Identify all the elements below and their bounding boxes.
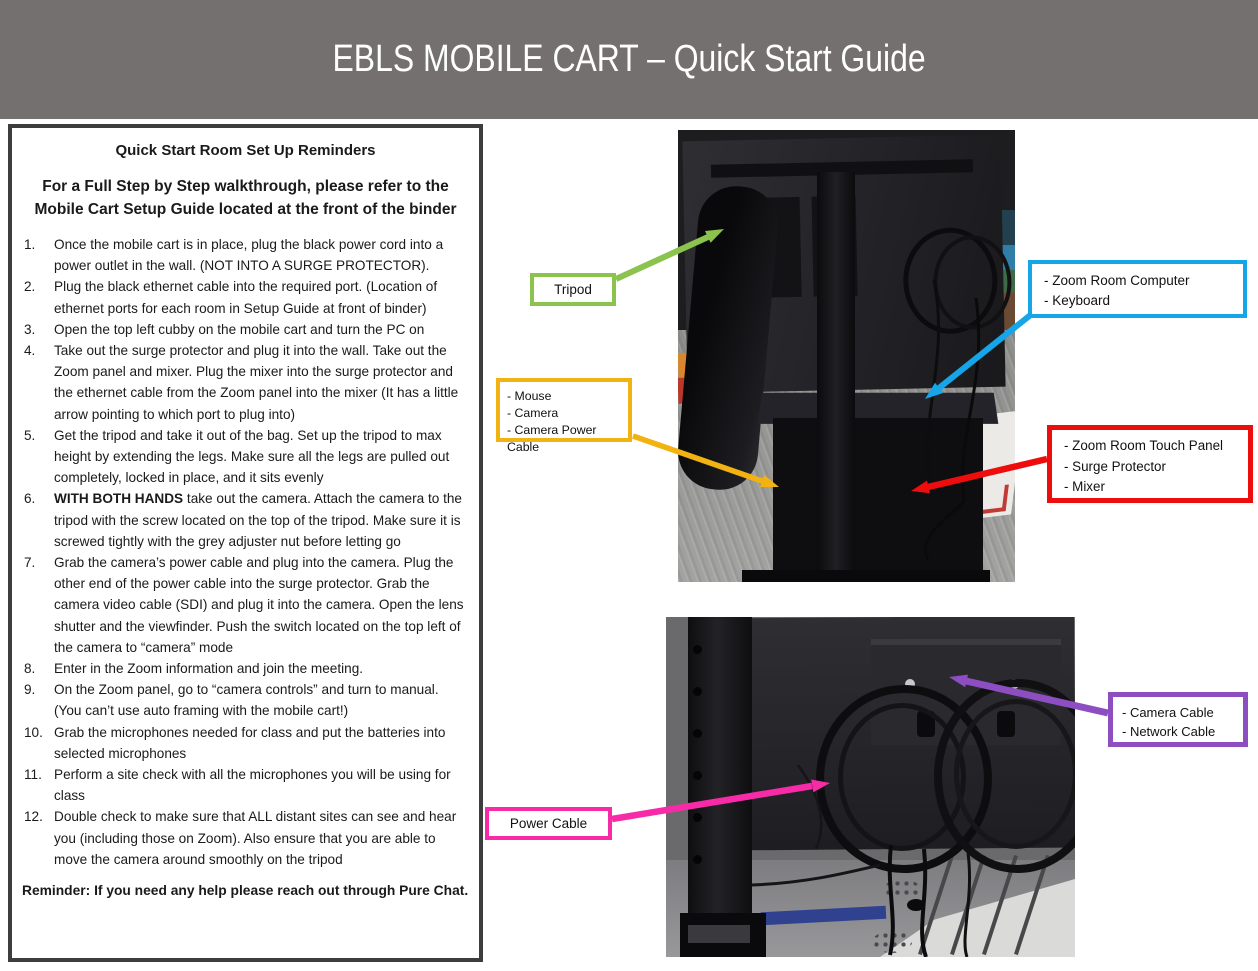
step-item: 10. Grab the microphones needed for class… xyxy=(24,722,469,764)
step-number: 6. xyxy=(24,491,36,507)
step-text: On the Zoom panel, go to “camera control… xyxy=(54,682,439,719)
page-header: EBLS MOBILE CART – Quick Start Guide xyxy=(0,0,1258,119)
step-number: 12. xyxy=(24,809,43,825)
touch-panel-callout-line: - Surge Protector xyxy=(1064,458,1166,474)
power-cable-callout-label: Power Cable xyxy=(509,816,588,831)
camera-cable-callout-line: - Network Cable xyxy=(1122,724,1216,739)
touch-panel-callout-line: - Mixer xyxy=(1064,479,1105,494)
post-hole xyxy=(693,645,702,654)
step-text: Grab the camera’s power cable and plug i… xyxy=(54,555,464,655)
post-hole xyxy=(693,687,702,696)
step-number: 2. xyxy=(24,279,36,295)
post-base xyxy=(680,913,766,957)
touch-panel-callout: - Zoom Room Touch Panel - Surge Protecto… xyxy=(1047,425,1253,503)
step-number: 1. xyxy=(24,237,36,252)
touch-panel-callout-line: - Zoom Room Touch Panel xyxy=(1064,438,1224,453)
mouse-callout: - Mouse - Camera - Camera Power Cable xyxy=(496,378,632,454)
steps-list: 1. Once the mobile cart is in place, plug… xyxy=(22,234,469,870)
mouse-callout-line: - Camera Power Cable xyxy=(507,423,597,454)
loose-cables xyxy=(923,279,981,561)
step-text: Double check to make sure that ALL dista… xyxy=(54,809,457,867)
step-text: Perform a site check with all the microp… xyxy=(54,767,451,804)
step-item: 8. Enter in the Zoom information and join… xyxy=(24,658,469,679)
step-text: Take out the surge protector and plug it… xyxy=(54,343,459,422)
step-number: 8. xyxy=(24,661,36,677)
step-text: Grab the microphones needed for class an… xyxy=(54,724,446,761)
step-text: Once the mobile cart is in place, plug t… xyxy=(54,237,444,274)
step-item: 2. Plug the black ethernet cable into the… xyxy=(24,276,469,318)
step-item: 6. WITH BOTH HANDS take out the camera. A… xyxy=(24,488,469,552)
lift-column xyxy=(817,172,855,580)
camera-cable-callout-line: - Camera Cable xyxy=(1122,705,1214,720)
step-item: 7. Grab the camera’s power cable and plug… xyxy=(24,552,469,658)
tripod-callout: Tripod xyxy=(530,273,616,306)
panel-title: Quick Start Room Set Up Reminders xyxy=(115,142,376,159)
mouse-callout-line: - Mouse xyxy=(507,389,552,403)
step-item: 11. Perform a site check with all the mic… xyxy=(24,764,469,806)
step-number: 7. xyxy=(24,555,36,571)
cart-cabinet xyxy=(773,418,983,576)
computer-callout: - Zoom Room Computer - Keyboard xyxy=(1028,260,1247,318)
page-title: EBLS MOBILE CART – Quick Start Guide xyxy=(332,38,926,80)
camera-cable-callout: - Camera Cable - Network Cable xyxy=(1108,692,1248,747)
step-item: 1. Once the mobile cart is in place, plug… xyxy=(24,234,469,276)
step-number: 5. xyxy=(24,427,36,443)
step-item: 5. Get the tripod and take it out of the … xyxy=(24,425,469,489)
step-number: 9. xyxy=(24,682,36,698)
step-number: 3. xyxy=(24,321,36,337)
step-item: 12. Double check to make sure that ALL di… xyxy=(24,806,469,870)
hanging-cables xyxy=(751,764,972,957)
computer-callout-line: - Zoom Room Computer xyxy=(1044,273,1190,288)
step-text: Get the tripod and take it out of the ba… xyxy=(54,427,450,486)
step-number: 4. xyxy=(24,343,36,359)
post-hole xyxy=(693,771,702,780)
mouse-callout-line: - Camera xyxy=(507,406,559,420)
tripod-callout-label: Tripod xyxy=(554,282,592,297)
power-cable-callout: Power Cable xyxy=(485,807,612,840)
screw xyxy=(905,679,915,689)
vent-holes xyxy=(884,879,920,899)
cart-base xyxy=(742,570,990,582)
post-hole xyxy=(693,855,702,864)
cart-back-photo xyxy=(678,130,1015,582)
step-text: Open the top left cubby on the mobile ca… xyxy=(54,321,425,337)
cables-closeup-photo xyxy=(666,617,1075,957)
panel-reminder: Reminder: If you need any help please re… xyxy=(22,883,469,899)
step-number: 11. xyxy=(24,767,42,783)
step-item: 9. On the Zoom panel, go to “camera contr… xyxy=(24,679,469,721)
step-item: 4. Take out the surge protector and plug … xyxy=(24,340,469,425)
step-item: 3. Open the top left cubby on the mobile … xyxy=(24,319,469,340)
step-number: 10. xyxy=(24,724,43,740)
step-text: Plug the black ethernet cable into the r… xyxy=(54,279,438,316)
panel-subtitle: For a Full Step by Step walkthrough, ple… xyxy=(34,178,457,218)
support-post xyxy=(688,617,752,919)
step-text: WITH BOTH HANDS take out the camera. Att… xyxy=(54,491,462,549)
computer-callout-line: - Keyboard xyxy=(1044,293,1111,308)
instructions-panel: Quick Start Room Set Up Reminders For a … xyxy=(8,124,483,962)
step-text: Enter in the Zoom information and join t… xyxy=(54,661,364,677)
post-hole xyxy=(693,729,702,738)
